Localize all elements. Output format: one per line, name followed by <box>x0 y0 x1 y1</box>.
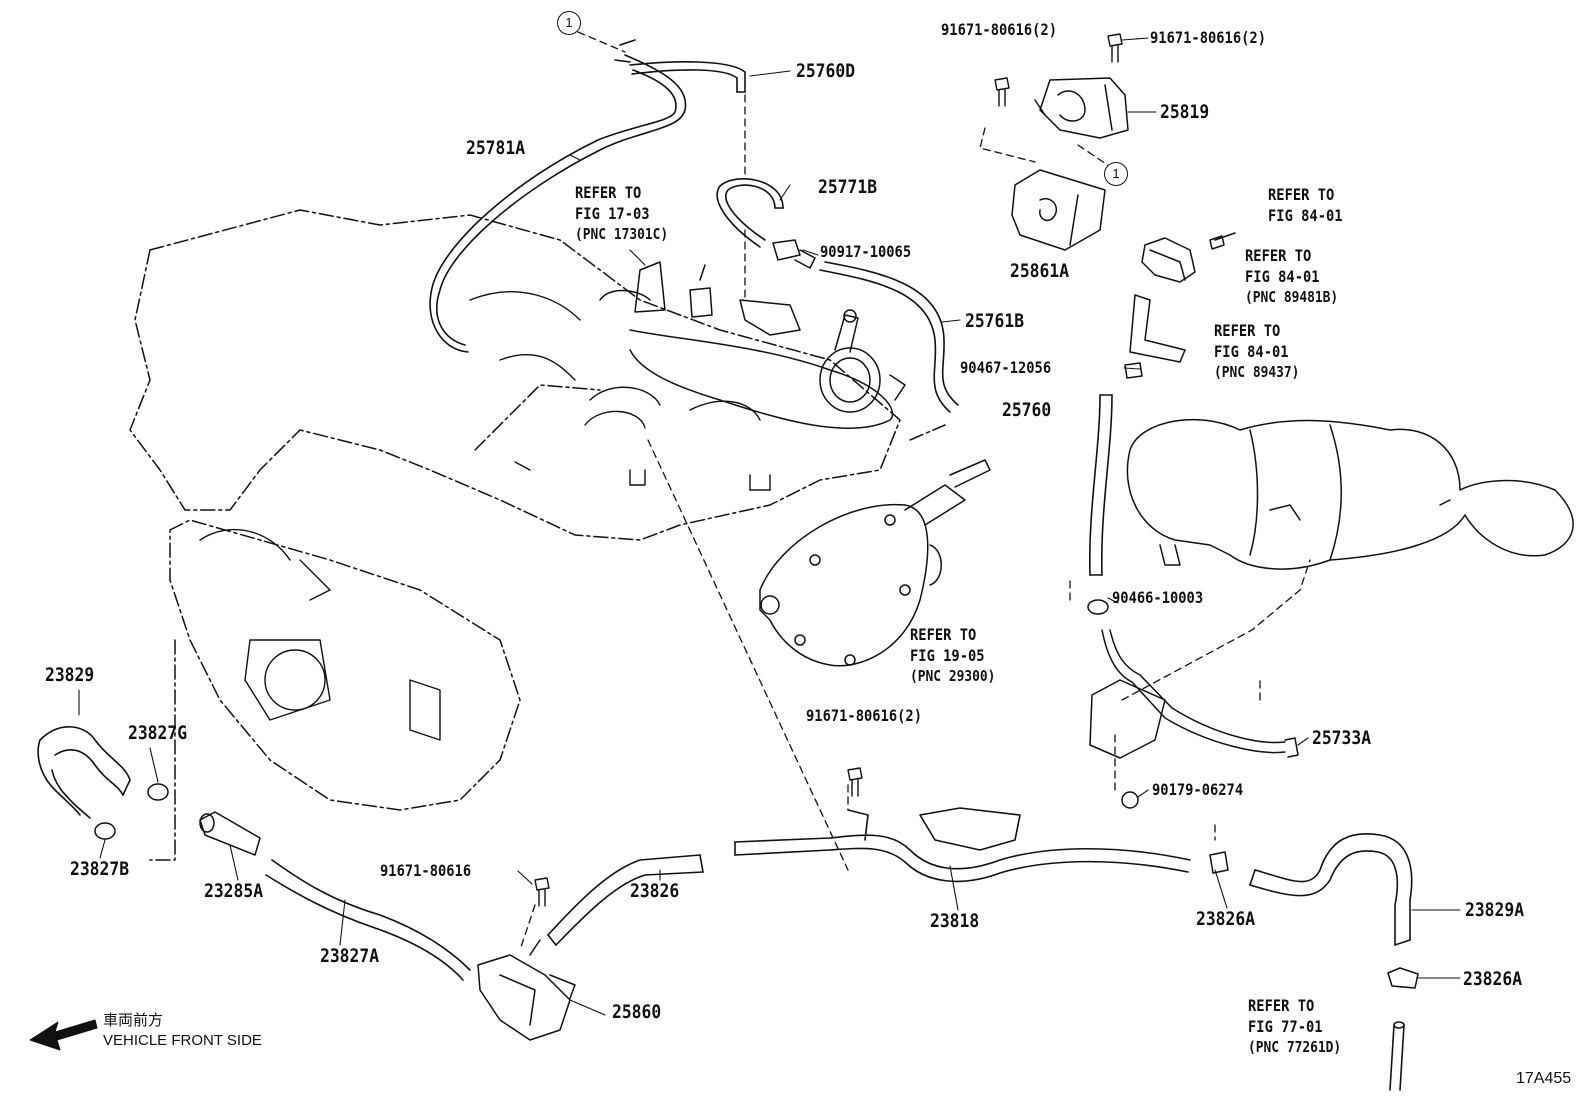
throttle-assembly <box>599 261 906 430</box>
vacuum-pump <box>759 459 991 667</box>
reference-line: FIG 84-01 <box>1214 342 1289 361</box>
part-label[interactable]: 23827G <box>128 722 188 744</box>
part-label[interactable]: 25771B <box>818 176 878 198</box>
bracket-25861A <box>1011 169 1106 251</box>
part-label[interactable]: 91671-80616 <box>380 861 472 880</box>
reference-fig77[interactable]: REFER TO FIG 77-01 (PNC 77261D) <box>1248 995 1341 1058</box>
part-label[interactable]: 25861A <box>1010 260 1070 282</box>
valve-25860 <box>477 939 576 1041</box>
hose-77261D <box>1389 1021 1405 1091</box>
hose-23827A <box>265 859 471 981</box>
reference-pnc: (PNC 77261D) <box>1248 1038 1342 1056</box>
part-label[interactable]: 23826A <box>1463 968 1523 990</box>
part-label[interactable]: 91671-80616(2) <box>1150 28 1266 47</box>
reference-line: REFER TO <box>575 183 642 202</box>
reference-line: REFER TO <box>1248 996 1315 1015</box>
clamp-90466 <box>1087 599 1109 615</box>
part-label[interactable]: 23826 <box>630 880 680 902</box>
clamp-23827G <box>147 783 169 801</box>
hose-25760 <box>1088 394 1113 576</box>
part-label[interactable]: 25760 <box>1002 399 1052 421</box>
clamp-23826A-lower <box>1387 967 1419 989</box>
part-label[interactable]: 90467-12056 <box>960 358 1052 377</box>
reference-line: FIG 84-01 <box>1245 267 1320 286</box>
reference-line: REFER TO <box>1214 321 1281 340</box>
valve-23285A <box>199 811 261 856</box>
connector-90917 <box>772 239 816 269</box>
front-arrow-icon <box>29 1019 98 1051</box>
reference-fig17[interactable]: REFER TO FIG 17-03 (PNC 17301C) <box>575 182 668 245</box>
hose-25781A <box>429 39 687 353</box>
part-label[interactable]: 23285A <box>204 880 264 902</box>
reference-fig19[interactable]: REFER TO FIG 19-05 (PNC 29300) <box>910 624 995 687</box>
hose-23829A <box>1249 833 1413 946</box>
vehicle-front-indicator: 車両前方 VEHICLE FRONT SIDE <box>103 1011 262 1051</box>
bolt-91671-lower <box>534 767 863 907</box>
reference-pnc: (PNC 89437) <box>1214 363 1300 381</box>
part-label[interactable]: 25819 <box>1160 101 1210 123</box>
part-label[interactable]: 25860 <box>612 1001 662 1023</box>
reference-fig84a[interactable]: REFER TO FIG 84-01 <box>1268 184 1343 226</box>
part-label[interactable]: 91671-80616(2) <box>806 706 922 725</box>
sensor-89481B <box>1141 232 1236 283</box>
reference-fig84b[interactable]: REFER TO FIG 84-01 (PNC 89481B) <box>1245 245 1338 308</box>
part-label[interactable]: 23829 <box>45 664 95 686</box>
part-label[interactable]: 90466-10003 <box>1112 588 1204 607</box>
part-label[interactable]: 23826A <box>1196 908 1256 930</box>
reference-pnc: (PNC 17301C) <box>575 225 669 243</box>
hose-25771B <box>716 178 784 248</box>
dashed-leaders <box>519 31 1311 951</box>
part-label[interactable]: 25733A <box>1312 727 1372 749</box>
hose-23826 <box>547 854 704 946</box>
engine-details <box>199 291 771 741</box>
clamp-23826A-upper <box>1209 851 1229 874</box>
part-label[interactable]: 90917-10065 <box>820 242 912 261</box>
nut-90179 <box>1121 791 1139 809</box>
part-label[interactable]: 23829A <box>1465 899 1525 921</box>
bolt-91671-top <box>994 33 1123 107</box>
clamp-23827B <box>94 822 116 840</box>
reference-line: REFER TO <box>1268 185 1335 204</box>
part-label[interactable]: 25761B <box>965 310 1025 332</box>
callout-1-right: 1 <box>1104 162 1128 186</box>
part-label[interactable]: 25760D <box>796 60 856 82</box>
exhaust-assembly <box>1126 418 1574 570</box>
reference-pnc: (PNC 29300) <box>910 667 996 685</box>
reference-line: FIG 84-01 <box>1268 206 1343 225</box>
diagram-code: 17A455 <box>1516 1070 1572 1087</box>
hose-25761B <box>819 261 959 413</box>
reference-line: FIG 19-05 <box>910 646 985 665</box>
part-label[interactable]: 23827B <box>70 858 130 880</box>
sensor-25819 <box>1034 77 1129 139</box>
vehicle-front-en: VEHICLE FRONT SIDE <box>103 1032 262 1049</box>
reference-line: REFER TO <box>910 625 977 644</box>
reference-fig84c[interactable]: REFER TO FIG 84-01 (PNC 89437) <box>1214 320 1299 383</box>
part-label[interactable]: 91671-80616(2) <box>941 20 1057 39</box>
hose-23829 <box>37 726 131 819</box>
leader-lines <box>78 37 1461 1016</box>
hose-25760D <box>629 61 746 93</box>
reference-line: FIG 17-03 <box>575 204 650 223</box>
part-label[interactable]: 90179-06274 <box>1152 780 1244 799</box>
reference-line: FIG 77-01 <box>1248 1017 1323 1036</box>
part-label[interactable]: 23827A <box>320 945 380 967</box>
reference-pnc: (PNC 89481B) <box>1245 288 1339 306</box>
part-label[interactable]: 25781A <box>466 137 526 159</box>
pipe-bracket-25733A <box>1089 629 1299 759</box>
callout-1-top: 1 <box>557 11 581 35</box>
part-label[interactable]: 23818 <box>930 910 980 932</box>
reference-line: REFER TO <box>1245 246 1312 265</box>
pipe-23818 <box>734 807 1191 883</box>
vehicle-front-jp: 車両前方 <box>103 1012 164 1029</box>
bracket-89437 <box>1124 294 1186 379</box>
engine-outline <box>129 209 946 861</box>
